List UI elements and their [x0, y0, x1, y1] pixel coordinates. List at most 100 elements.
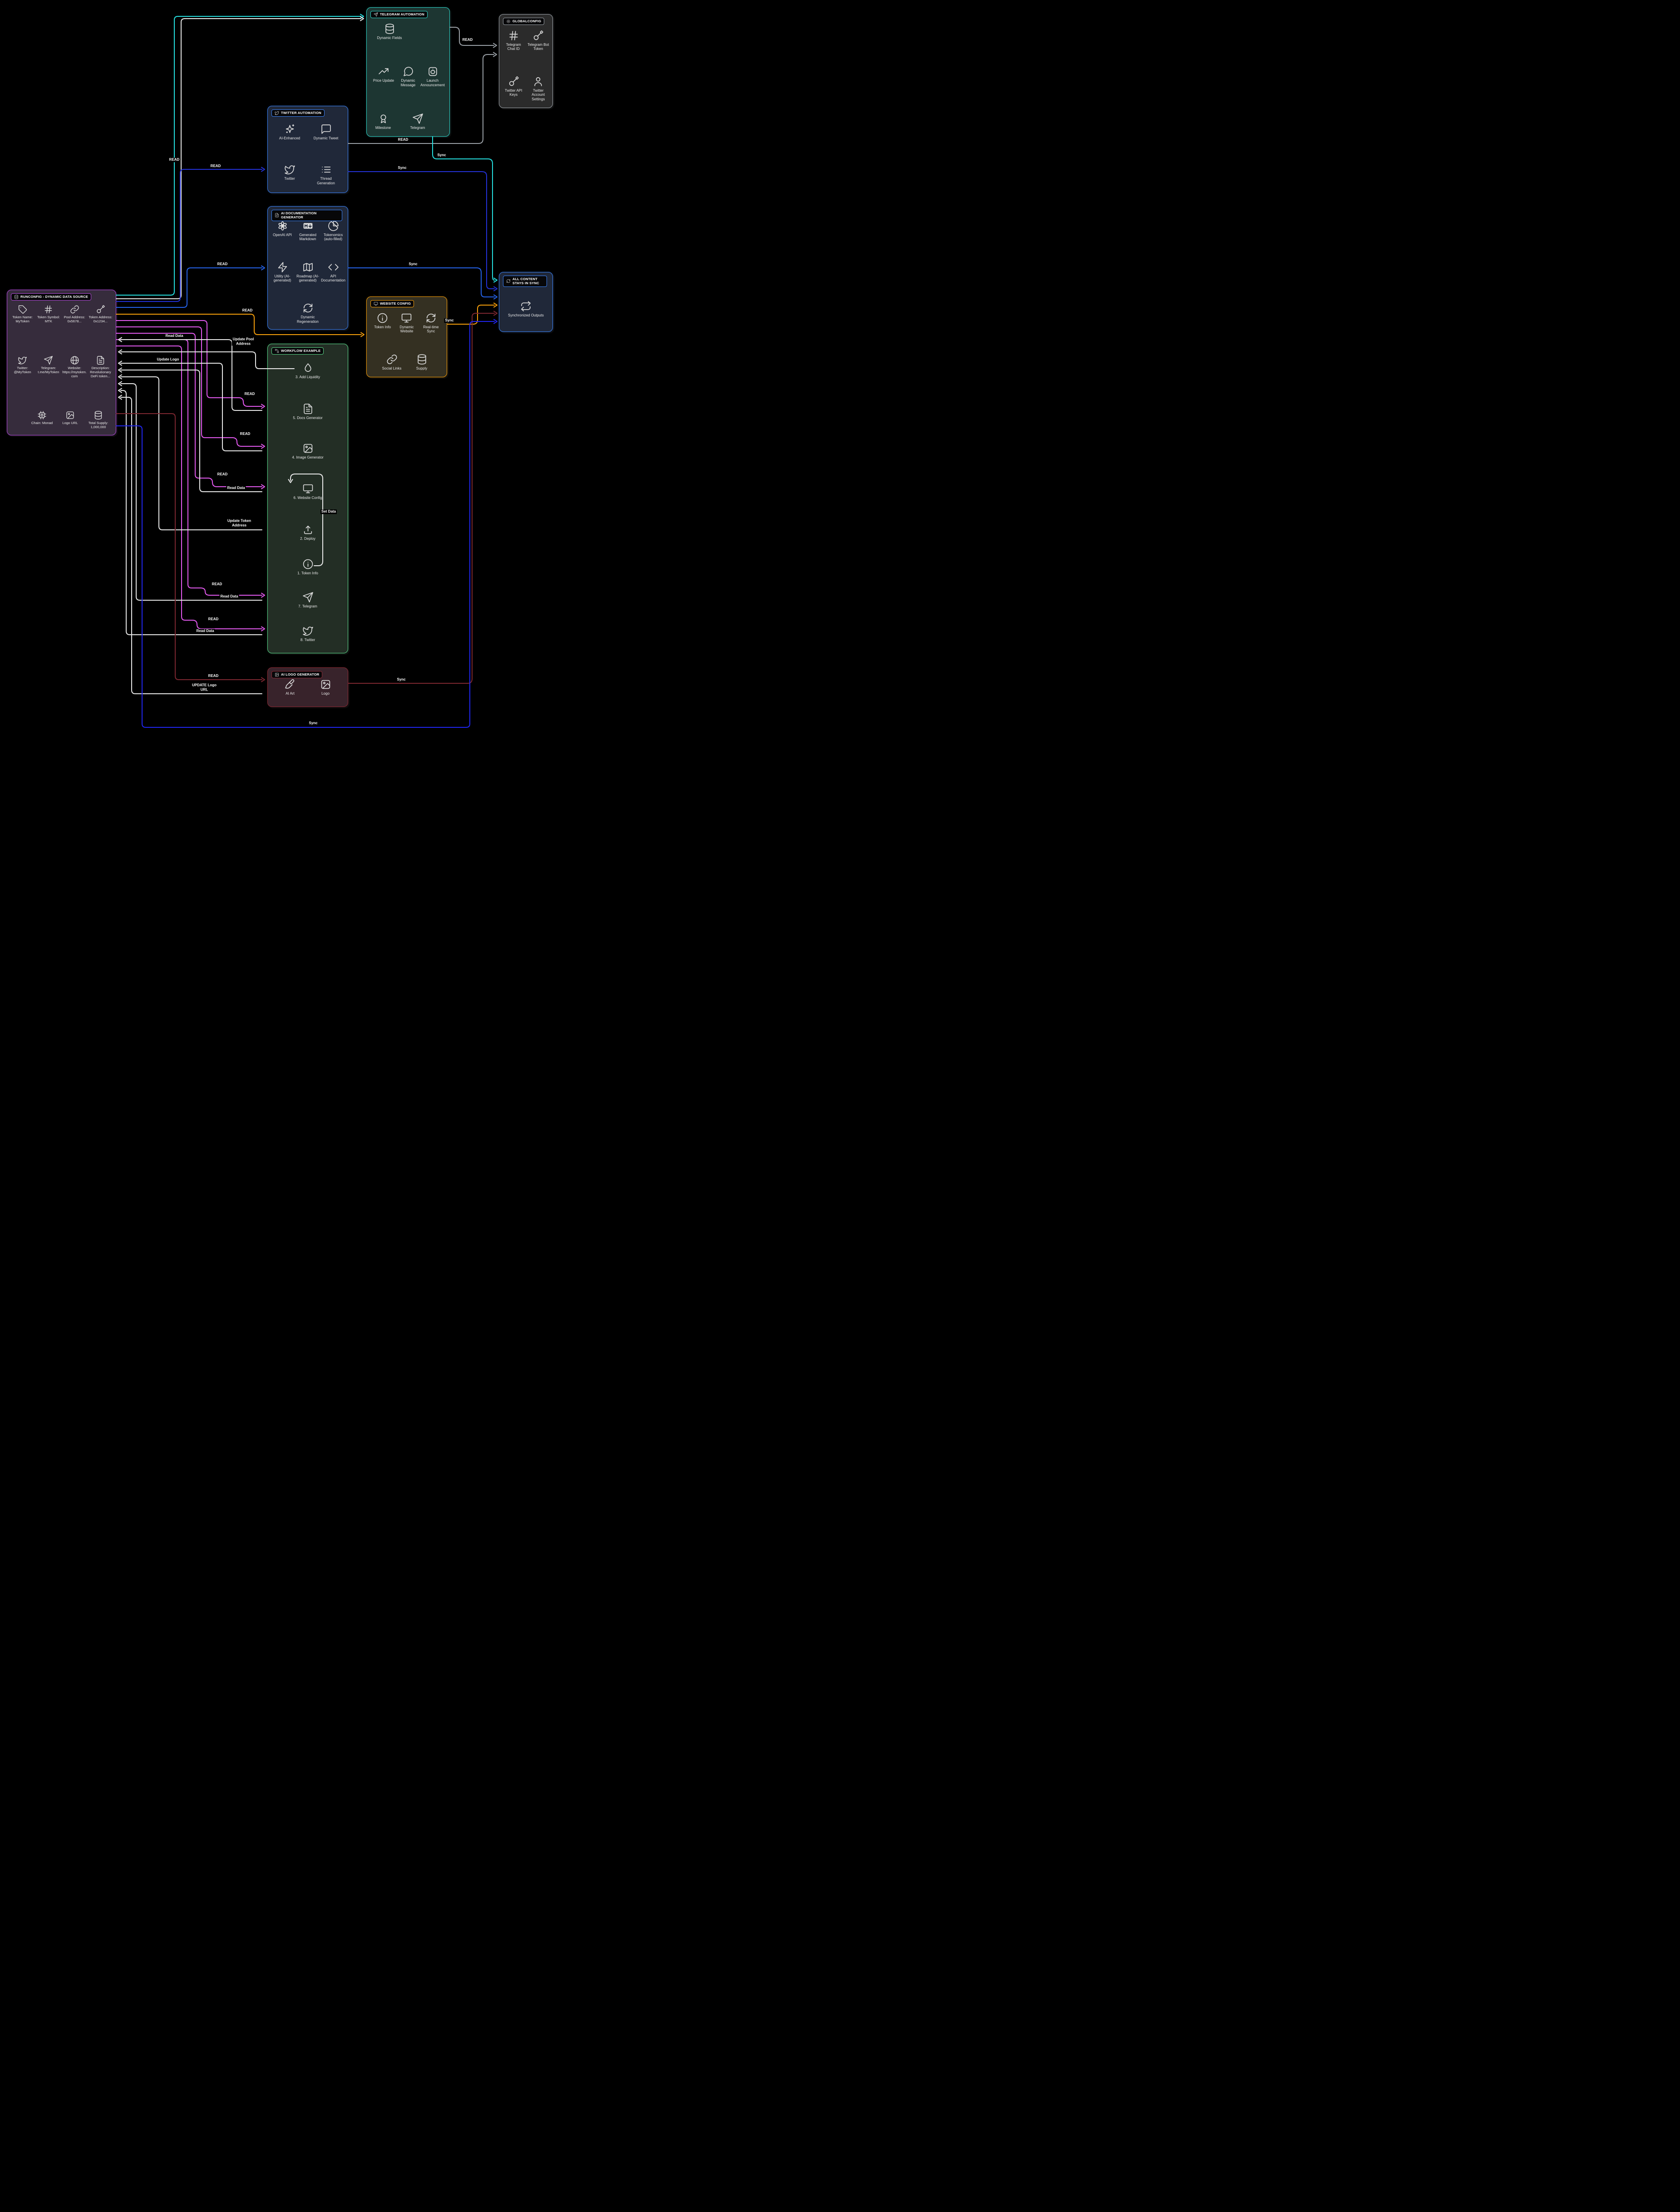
arrowhead-icon [261, 484, 265, 489]
edge-label-sync: Sync [436, 153, 447, 158]
node-ai-art[interactable]: AI Art [277, 679, 303, 696]
node-chain-monad[interactable]: Chain: Monad [30, 410, 54, 425]
node-8-twitter[interactable]: 8. Twitter [268, 625, 348, 642]
send-icon [412, 113, 423, 124]
key-icon [97, 305, 105, 313]
edge-label-sync: Sync [444, 318, 455, 323]
panel-runconfig[interactable]: RUNCONFIG - DYNAMIC DATA SOURCE Token Nam… [7, 290, 116, 435]
arrowhead-icon [118, 349, 122, 355]
node-label: AI Art [286, 691, 295, 696]
node-ai-enhanced[interactable]: AI-Enhanced [277, 123, 302, 140]
edge-runconfig-to-workflow-telegram [116, 339, 262, 596]
node-synchronized-outputs[interactable]: Synchronized Outputs [508, 301, 544, 317]
award-icon [380, 114, 386, 123]
edge-label-read-data: Read Data [226, 486, 246, 490]
node-token-address-0x1234[interactable]: Token Address: 0x1234... [88, 305, 113, 324]
node-1-token-info[interactable]: 1. Token Info [268, 558, 348, 575]
node-label: 6. Website Config [293, 496, 322, 500]
edge-workflow-website-config-to-runconfig [120, 370, 262, 492]
node-dynamic-fields[interactable]: Dynamic Fields [377, 23, 402, 40]
node-telegram-bot-token[interactable]: Telegram Bot Token [527, 30, 550, 51]
node-label: Pool Address: 0x5678... [64, 315, 85, 323]
node-roadmap-ai-generated[interactable]: Roadmap (AI-generated) [295, 262, 320, 283]
node-tokenomics-auto-filled[interactable]: Tokenomics (auto-filled) [320, 220, 346, 242]
node-api-documentation[interactable]: API Documentation [320, 262, 346, 283]
node-real-time-sync[interactable]: Real-time Sync [419, 312, 443, 334]
arrowhead-icon [261, 444, 265, 449]
node-social-links[interactable]: Social Links [379, 354, 404, 370]
edge-label-set-data: Set Data [320, 509, 337, 514]
node-launch-announcement[interactable]: Launch Announcement [420, 66, 445, 87]
node-label: Telegram [410, 125, 425, 130]
node-label: 3. Add Liquidity [295, 375, 320, 379]
node-token-symbol-mtk[interactable]: Token Symbol: MTK [36, 305, 61, 324]
edge-label-update-logo: Update Logo [156, 357, 180, 362]
node-twitter-api-keys[interactable]: Twitter API Keys [502, 76, 525, 97]
node-website-https-mytoken-com[interactable]: Website: https://mytoken.com [62, 356, 87, 379]
node-label: Utility (AI-generated) [273, 274, 291, 282]
arrowhead-icon [261, 677, 265, 682]
node-generated-markdown[interactable]: Generated Markdown [295, 220, 320, 242]
node-price-update[interactable]: Price Update [371, 66, 396, 83]
gear-icon [506, 19, 511, 24]
arrowhead-icon [261, 626, 265, 632]
node-total-supply-1-000-000[interactable]: Total Supply: 1,000,000 [86, 410, 111, 430]
node-dynamic-website[interactable]: Dynamic Website [394, 312, 419, 334]
node-4-image-generator[interactable]: 4. Image Generator [268, 443, 348, 459]
node-5-docs-generator[interactable]: 5. Docs Generator [268, 403, 348, 420]
edge-label-update-token-address: Update Token Address [226, 518, 252, 528]
node-utility-ai-generated[interactable]: Utility (AI-generated) [270, 262, 295, 283]
edge-telegram-automation-to-globalconfig [449, 27, 494, 46]
node-telegram-t-me-mytoken[interactable]: Telegram: t.me/MyToken [36, 356, 61, 375]
node-6-website-config[interactable]: 6. Website Config [268, 483, 348, 500]
node-token-info[interactable]: Token Info [370, 312, 394, 329]
node-logo-url[interactable]: Logo URL [58, 410, 83, 425]
arrowhead-icon [118, 388, 122, 393]
edge-twitter-automation-to-sync-status [348, 171, 495, 289]
node-twitter[interactable]: Twitter [277, 164, 302, 181]
arrowhead-icon [261, 167, 265, 172]
node-openai-api[interactable]: OpenAI API [270, 220, 295, 237]
node-milestone[interactable]: Milestone [371, 113, 395, 130]
node-label: Telegram: t.me/MyToken [38, 366, 59, 375]
node-telegram-chat-id[interactable]: Telegram Chat ID [502, 30, 525, 51]
map-icon [303, 262, 313, 272]
info-icon [303, 559, 313, 569]
twitter-icon [18, 356, 27, 365]
node-description-revolutionary-defi-token[interactable]: Description: Revolutionary DeFi token... [88, 356, 113, 379]
workflow-icon [275, 349, 279, 353]
globe-icon [70, 356, 79, 365]
node-2-deploy[interactable]: 2. Deploy [268, 524, 348, 541]
node-dynamic-message[interactable]: Dynamic Message [396, 66, 420, 87]
node-label: Twitter: @MyToken [14, 366, 31, 375]
node-label: Roadmap (AI-generated) [296, 274, 319, 282]
node-supply[interactable]: Supply [409, 354, 434, 370]
node-telegram[interactable]: Telegram [406, 113, 429, 130]
node-3-add-liquidity[interactable]: 3. Add Liquidity [268, 362, 348, 379]
node-logo[interactable]: Logo [313, 679, 338, 696]
node-dynamic-tweet[interactable]: Dynamic Tweet [313, 123, 339, 140]
edge-label-read: READ [216, 262, 229, 267]
panel-title-text: RUNCONFIG - DYNAMIC DATA SOURCE [20, 295, 88, 299]
send-icon [302, 592, 313, 602]
node-label: Token Name: MyToken [12, 315, 33, 323]
node-pool-address-0x5678[interactable]: Pool Address: 0x5678... [62, 305, 87, 324]
node-7-telegram[interactable]: 7. Telegram [268, 592, 348, 608]
node-token-name-mytoken[interactable]: Token Name: MyToken [10, 305, 35, 324]
arrowhead-icon [118, 374, 122, 380]
node-thread-generation[interactable]: Thread Generation [313, 164, 339, 185]
edge-telegram-automation-to-sync-status [432, 136, 495, 281]
node-twitter-account-settings[interactable]: Twitter Account Settings [527, 76, 550, 101]
node-label: Dynamic Message [400, 79, 416, 87]
node-dynamic-regeneration[interactable]: Dynamic Regeneration [295, 302, 320, 324]
node-label: Synchronized Outputs [508, 313, 544, 318]
node-twitter-mytoken[interactable]: Twitter: @MyToken [10, 356, 35, 375]
